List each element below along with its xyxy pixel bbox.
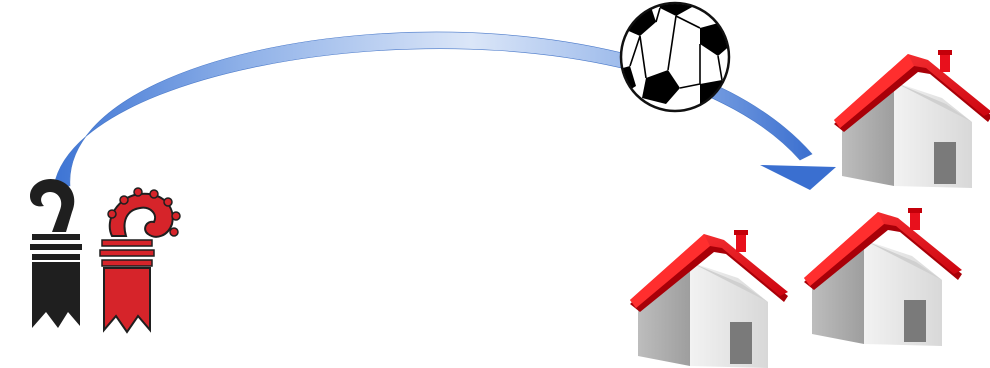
house-icon [804,208,962,346]
basel-landschaft-crosier-icon [100,188,180,332]
basel-stadt-crosier-icon [30,179,82,328]
house-icon [834,50,990,188]
house-icon [630,230,788,368]
arrow-head [760,165,836,190]
